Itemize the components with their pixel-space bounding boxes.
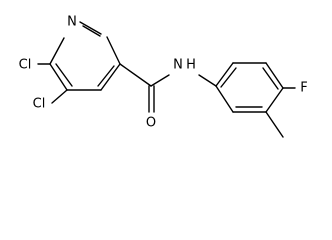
bond-ar-c1-c2-inner xyxy=(220,67,237,88)
bond-carbonyl-nh xyxy=(150,74,170,87)
bond-c5-c6 xyxy=(49,63,68,91)
molecule-diagram: N Cl Cl N H O F xyxy=(19,15,308,138)
bond-nh-aryl xyxy=(198,74,217,87)
bond-c3-c4 xyxy=(100,63,121,91)
atom-labels: N Cl Cl N H O F xyxy=(19,15,308,131)
amide-nitrogen-label: N xyxy=(173,58,183,73)
bond-c3-carbonyl xyxy=(119,63,152,87)
amide-hydrogen-label: H xyxy=(186,58,196,73)
pyridine-nitrogen-label: N xyxy=(67,15,77,30)
bond-n-c2-inner xyxy=(82,25,101,37)
bond-ar-c3-c4 xyxy=(265,62,284,89)
carbonyl-oxygen-label: O xyxy=(146,116,156,131)
bond-ar-methyl xyxy=(265,111,284,138)
bond-ar-c1-c2 xyxy=(215,62,234,87)
bond-ar-c4-c5 xyxy=(265,87,284,113)
bond-c5-c6-inner xyxy=(55,63,73,87)
chlorine-bottom-label: Cl xyxy=(33,97,46,112)
fluorine-label: F xyxy=(300,81,307,96)
bond-ar-c3-c4-inner xyxy=(262,67,279,90)
bond-c2-c3 xyxy=(106,36,121,65)
bond-c5-cl-bottom xyxy=(51,89,68,104)
structure-svg: N Cl Cl N H O F xyxy=(19,15,308,138)
bonds xyxy=(37,21,296,138)
bond-ar-c6-c1 xyxy=(215,85,234,113)
bond-n-c2 xyxy=(79,21,102,35)
bond-c3-c4-inner xyxy=(97,65,115,87)
chlorine-top-label: Cl xyxy=(19,58,32,73)
bond-c6-n xyxy=(49,37,65,65)
